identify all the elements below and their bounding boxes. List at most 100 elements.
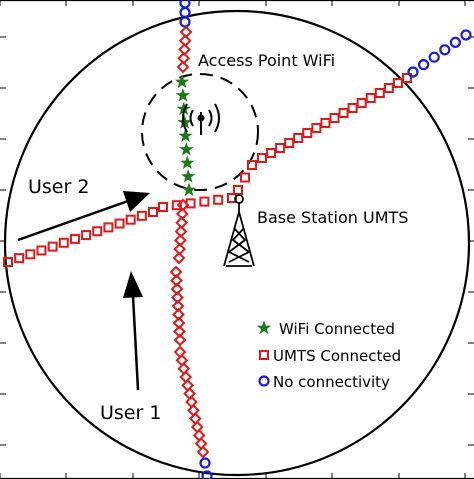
umts-marker [179,370,193,384]
legend-none-marker [258,375,270,387]
no-connectivity-marker [199,457,211,469]
wifi-marker [179,142,194,156]
legend-umts-marker [259,350,269,360]
wifi-marker [178,128,193,143]
umts-marker [185,395,198,409]
umts-marker [311,123,322,133]
umts-marker [199,196,210,207]
umts-marker [356,98,367,108]
user2-label: User 2 [28,176,89,198]
umts-marker [293,133,304,143]
wifi-marker [180,155,195,170]
umts-marker [194,437,208,451]
wifi-marker [174,74,190,89]
umts-marker [374,88,385,98]
wifi-marker [181,182,197,197]
umts-marker [402,73,412,83]
umts-marker [173,325,186,338]
umts-marker [125,214,136,225]
legend-wifi-marker [256,320,272,335]
umts-marker [187,403,200,417]
umts-marker [14,253,25,264]
umts-marker [181,378,195,392]
legend-wifi-label: WiFi Connected [279,320,395,338]
umts-marker [170,282,184,296]
umts-marker [392,78,403,88]
umts-marker [148,207,158,217]
umts-marker [114,218,125,229]
legend-umts-label: UMTS Connected [273,347,401,365]
umts-marker [171,200,182,211]
umts-marker [172,316,186,330]
user2-arrow [17,191,150,242]
no-connectivity-marker [179,16,191,28]
umts-marker [170,274,183,287]
no-connectivity-marker [418,58,430,71]
umts-marker [47,241,58,252]
umts-marker [329,113,340,123]
umts-marker [25,249,36,260]
umts-marker [190,420,204,434]
umts-marker [173,345,187,359]
no-connectivity-marker [407,66,419,78]
umts-marker [92,226,103,237]
umts-marker [227,193,237,203]
legend: WiFi Connected UMTS Connected No connect… [256,320,401,391]
umts-marker [172,308,185,321]
umts-marker [36,245,47,256]
umts-marker [175,216,189,230]
umts-marker [192,428,206,442]
wifi-marker [175,88,190,102]
umts-marker [173,242,187,256]
umts-marker [81,230,92,241]
wifi-marker [181,169,196,183]
umts-marker [158,202,168,212]
umts-marker [259,350,269,360]
umts-marker [69,233,80,244]
no-connectivity-marker [201,470,213,479]
umts-marker [320,118,331,128]
umts-marker [171,291,184,304]
wifi-marker [256,320,272,335]
no-connectivity-marker [439,44,451,56]
umts-marker [172,251,186,265]
umts-marker [266,148,277,158]
no-connectivity-marker [428,51,440,63]
umts-marker [275,143,286,153]
umts-marker [176,198,190,212]
no-connectivity-marker [449,36,461,49]
umts-marker [257,153,267,163]
umts-marker [347,103,358,113]
umts-marker [178,34,192,48]
wifi-coverage-circle [141,73,259,191]
umts-marker [233,185,243,195]
umts-marker [58,237,69,248]
wifi-marker [176,101,191,116]
umts-marker [183,387,196,401]
umts-marker [302,128,313,138]
umts-marker [240,172,250,183]
umts-marker [338,108,349,118]
umts-marker [176,60,190,74]
umts-marker [103,222,114,233]
umts-marker [171,299,185,313]
umts-marker [169,265,183,279]
no-connectivity-marker [460,29,472,41]
umts-marker [383,83,394,93]
umts-coverage-circle [3,9,471,477]
umts-marker [196,445,210,459]
umts-marker [175,207,189,221]
umts-marker [173,233,187,247]
access-point-label: Access Point WiFi [198,51,335,70]
umts-marker [178,43,191,56]
no-connectivity-marker [258,375,270,387]
umts-marker [284,138,295,148]
umts-marker [174,225,188,238]
user1-arrow [123,271,143,391]
cell-tower-icon [223,194,255,267]
wifi-marker [177,115,192,129]
umts-marker [247,160,257,170]
umts-marker [177,51,191,65]
umts-marker [3,257,13,267]
